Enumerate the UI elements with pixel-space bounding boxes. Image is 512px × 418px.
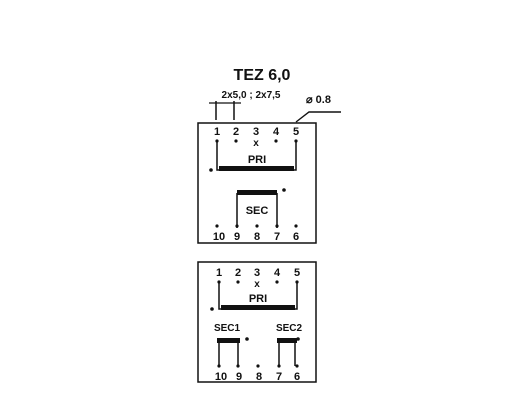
pin3-nc-mark: x (254, 279, 260, 290)
secondary-polarity-dot (282, 188, 286, 192)
bottom-pin-label: 10 (213, 231, 225, 243)
secondary2-label: SEC2 (276, 323, 303, 334)
bottom-housing-outline (197, 261, 317, 383)
top-pin-label: 4 (274, 267, 281, 279)
bottom-diagram: 1 2 3 4 5 x PRI SEC1 SEC2 (197, 261, 317, 383)
secondary-core-bar (237, 190, 277, 195)
wire-leader-line (295, 111, 341, 123)
bottom-pin-label: 7 (274, 231, 280, 243)
bottom-pin-label: 6 (293, 231, 299, 243)
dimension-markers (209, 101, 241, 120)
top-diagram: 1 2 3 4 5 x PRI SEC 10 (197, 122, 317, 244)
bottom-pin-dots (215, 224, 298, 228)
primary-core-bar (221, 305, 295, 310)
bottom-pin-label: 9 (236, 371, 242, 383)
bottom-pin-label: 10 (215, 371, 227, 383)
bottom-pin-label: 7 (276, 371, 282, 383)
bottom-pin-dots (217, 364, 299, 368)
top-pin-label: 5 (293, 126, 299, 138)
top-pin-label: 3 (253, 126, 259, 138)
secondary2-core-bar (277, 338, 297, 343)
secondary2-polarity-dot (296, 337, 300, 341)
top-housing-outline (197, 122, 317, 244)
wire-diameter-label: ⌀ 0.8 (306, 94, 331, 106)
primary-label: PRI (248, 154, 266, 166)
primary-core-bar (219, 166, 294, 171)
top-pin-label: 1 (214, 126, 220, 138)
secondary1-polarity-dot (245, 337, 249, 341)
bottom-pin-label: 9 (234, 231, 240, 243)
bottom-pin-label: 8 (254, 231, 260, 243)
secondary-label: SEC (246, 205, 269, 217)
secondary2-winding (278, 340, 296, 366)
secondary1-core-bar (217, 338, 240, 343)
dimension-label: 2x5,0 ; 2x7,5 (222, 90, 281, 101)
secondary1-winding (218, 340, 239, 366)
secondary1-label: SEC1 (214, 323, 241, 334)
secondary-winding (236, 193, 278, 228)
primary-polarity-dot (210, 307, 214, 311)
top-pin-label: 3 (254, 267, 260, 279)
bottom-pin-label: 6 (294, 371, 300, 383)
top-pin-label: 1 (216, 267, 222, 279)
top-pin-label: 2 (235, 267, 241, 279)
primary-polarity-dot (209, 168, 213, 172)
top-pin-label: 2 (233, 126, 239, 138)
bottom-pin-label: 8 (256, 371, 262, 383)
primary-label: PRI (249, 293, 267, 305)
title: TEZ 6,0 (234, 67, 291, 84)
pin3-nc-mark: x (253, 138, 259, 149)
top-pin-label: 4 (273, 126, 280, 138)
top-pin-label: 5 (294, 267, 300, 279)
